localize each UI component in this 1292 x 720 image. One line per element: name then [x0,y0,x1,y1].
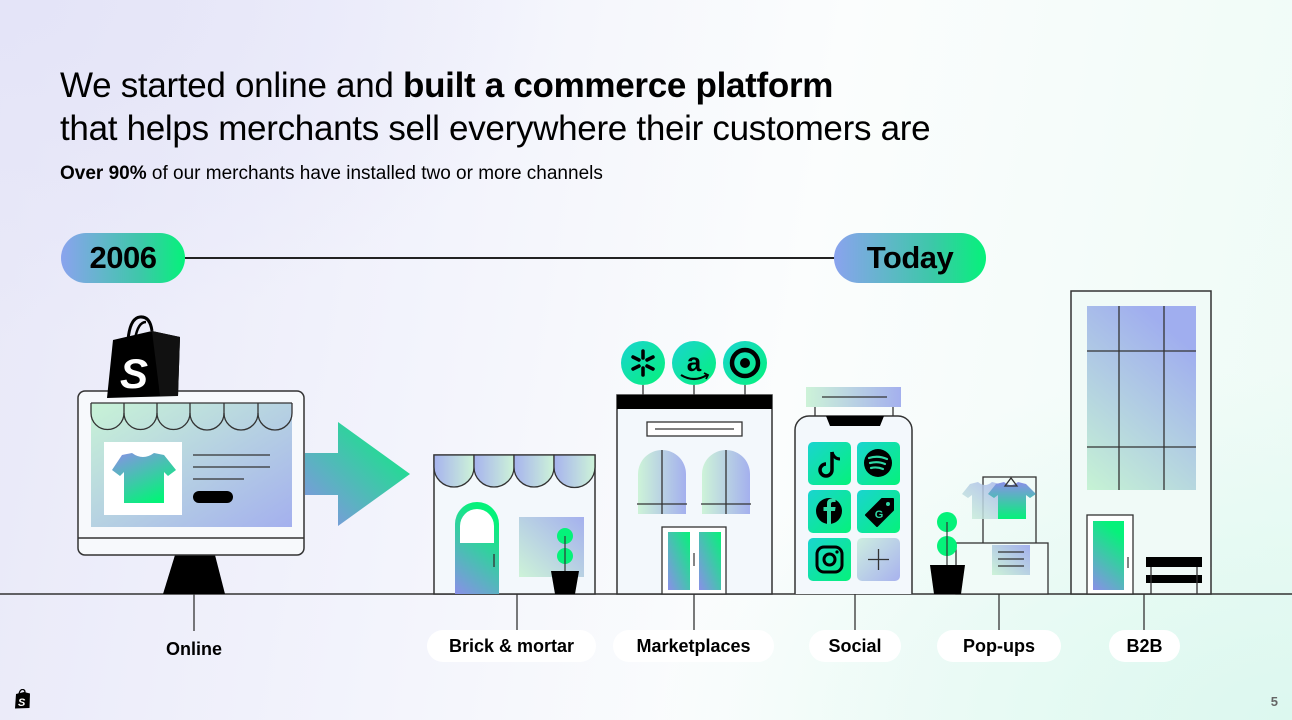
channel-label-brick-mortar: Brick & mortar [427,630,596,662]
walmart-icon [621,341,665,385]
office-building-icon [1070,290,1212,595]
amazon-icon: a [672,341,716,385]
label-connectors [193,594,1145,631]
tiktok-icon [808,442,851,485]
spotify-icon [857,442,900,485]
instagram-icon [808,538,851,581]
headline-line-2: that helps merchants sell everywhere the… [60,109,931,148]
headline-line-1: We started online and built a commerce p… [60,66,834,105]
channel-label-social: Social [809,630,901,662]
timeline-end-pill: Today [834,233,986,283]
headline: We started online and built a commerce p… [60,64,931,150]
plant-pot-icon [551,571,579,594]
timeline-line [185,257,835,259]
plus-icon [857,538,900,581]
page-number: 5 [1270,694,1278,709]
svg-text:a: a [687,347,702,377]
google-tag-icon: G [857,490,900,533]
phone-icon: G [794,387,913,594]
bench-icon [1146,557,1202,594]
svg-text:S: S [120,350,148,397]
tshirt-icon [988,482,1036,519]
storefront-icon [433,454,596,595]
channel-label-pop-ups: Pop-ups [937,630,1061,662]
tshirt-icon [112,453,176,503]
svg-text:G: G [875,509,884,521]
shopify-logo-icon: S [15,689,30,709]
timeline-start-pill: 2006 [61,233,185,283]
arrow-right-icon [305,422,410,526]
svg-text:S: S [18,697,26,709]
building-icon: a [616,341,773,595]
channel-label-marketplaces: Marketplaces [613,630,774,662]
channel-label-b2b: B2B [1109,630,1180,662]
facebook-icon [808,490,851,533]
channel-label-online: Online [165,638,222,659]
plant-pot-icon [930,565,965,594]
popup-stand-icon [930,476,1049,595]
subheadline: Over 90% of our merchants have installed… [60,163,603,184]
monitor-stand [163,555,225,594]
monitor-storefront-icon [77,390,305,594]
shopify-bag-icon: S [107,315,180,398]
target-icon [723,341,767,385]
